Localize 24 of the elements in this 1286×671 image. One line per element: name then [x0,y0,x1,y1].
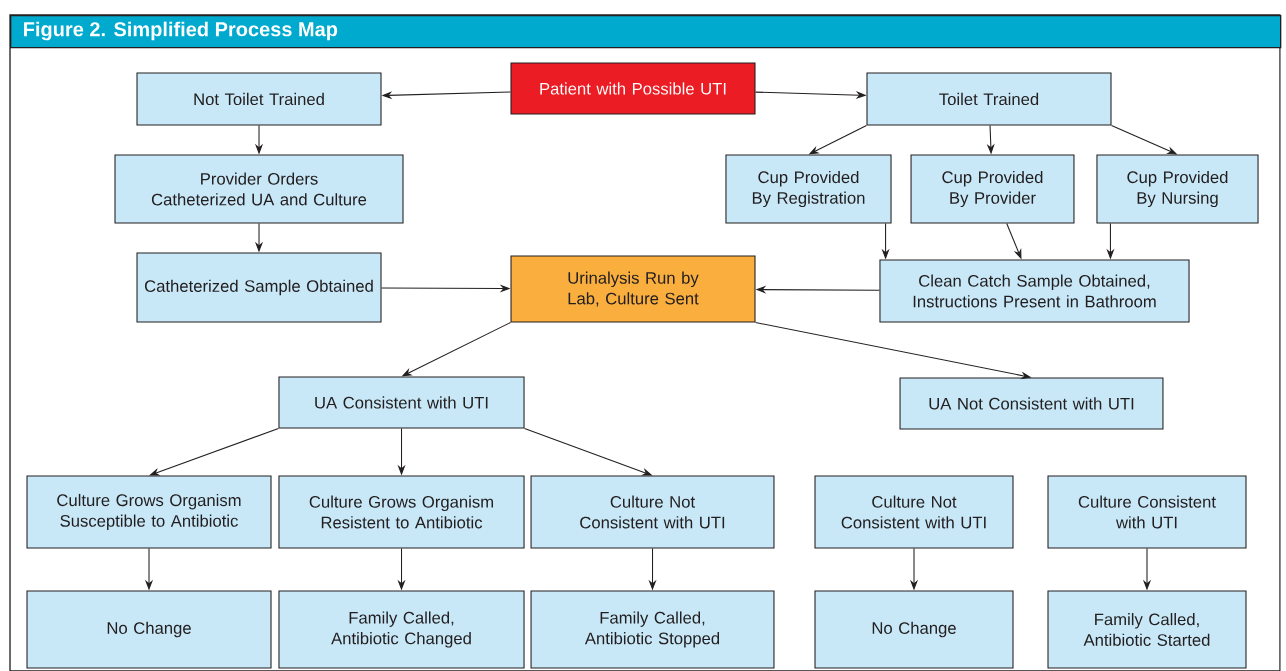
process-box: Culture Not Consistent with UTI [530,475,775,549]
process-box: Catheterized Sample Obtained [136,252,382,323]
title: Figure 2. Simplified Process Map [24,21,338,41]
process-box: Family Called, Antibiotic Changed [278,590,525,669]
process-box: No Change [26,590,272,669]
start-box: Patient with Possible UTI [510,62,756,115]
process-box: Provider Orders Catheterized UA and Culture [114,154,404,224]
process-box: Family Called, Antibiotic Started [1047,590,1247,669]
process-box: No Change [814,590,1014,669]
process-box: UA Not Consistent with UTI [899,377,1164,430]
process-box: Urinalysis Run by Lab, Culture Sent [510,255,756,323]
process-box: Culture Consistent with UTI [1047,475,1247,549]
process-box: Culture Grows Organism Susceptible to Antibiotic [26,475,272,549]
process-box: UA Consistent with UTI [278,376,525,429]
process-box: Cup Provided By Registration [725,154,892,224]
process-box: Not Toilet Trained [136,72,382,126]
process-box: Culture Grows Organism Resistent to Antibiotic [278,475,525,549]
process-box: Family Called, Antibiotic Stopped [530,590,775,669]
process-box: Clean Catch Sample Obtained, Instructions Present in Bathroom [879,259,1190,323]
process-box: Cup Provided By Provider [910,154,1075,224]
arrow [149,427,279,476]
process-box: Culture Not Consistent with UTI [814,475,1014,549]
process-box: Cup Provided By Nursing [1096,154,1259,224]
process-box: Toilet Trained [866,72,1112,126]
